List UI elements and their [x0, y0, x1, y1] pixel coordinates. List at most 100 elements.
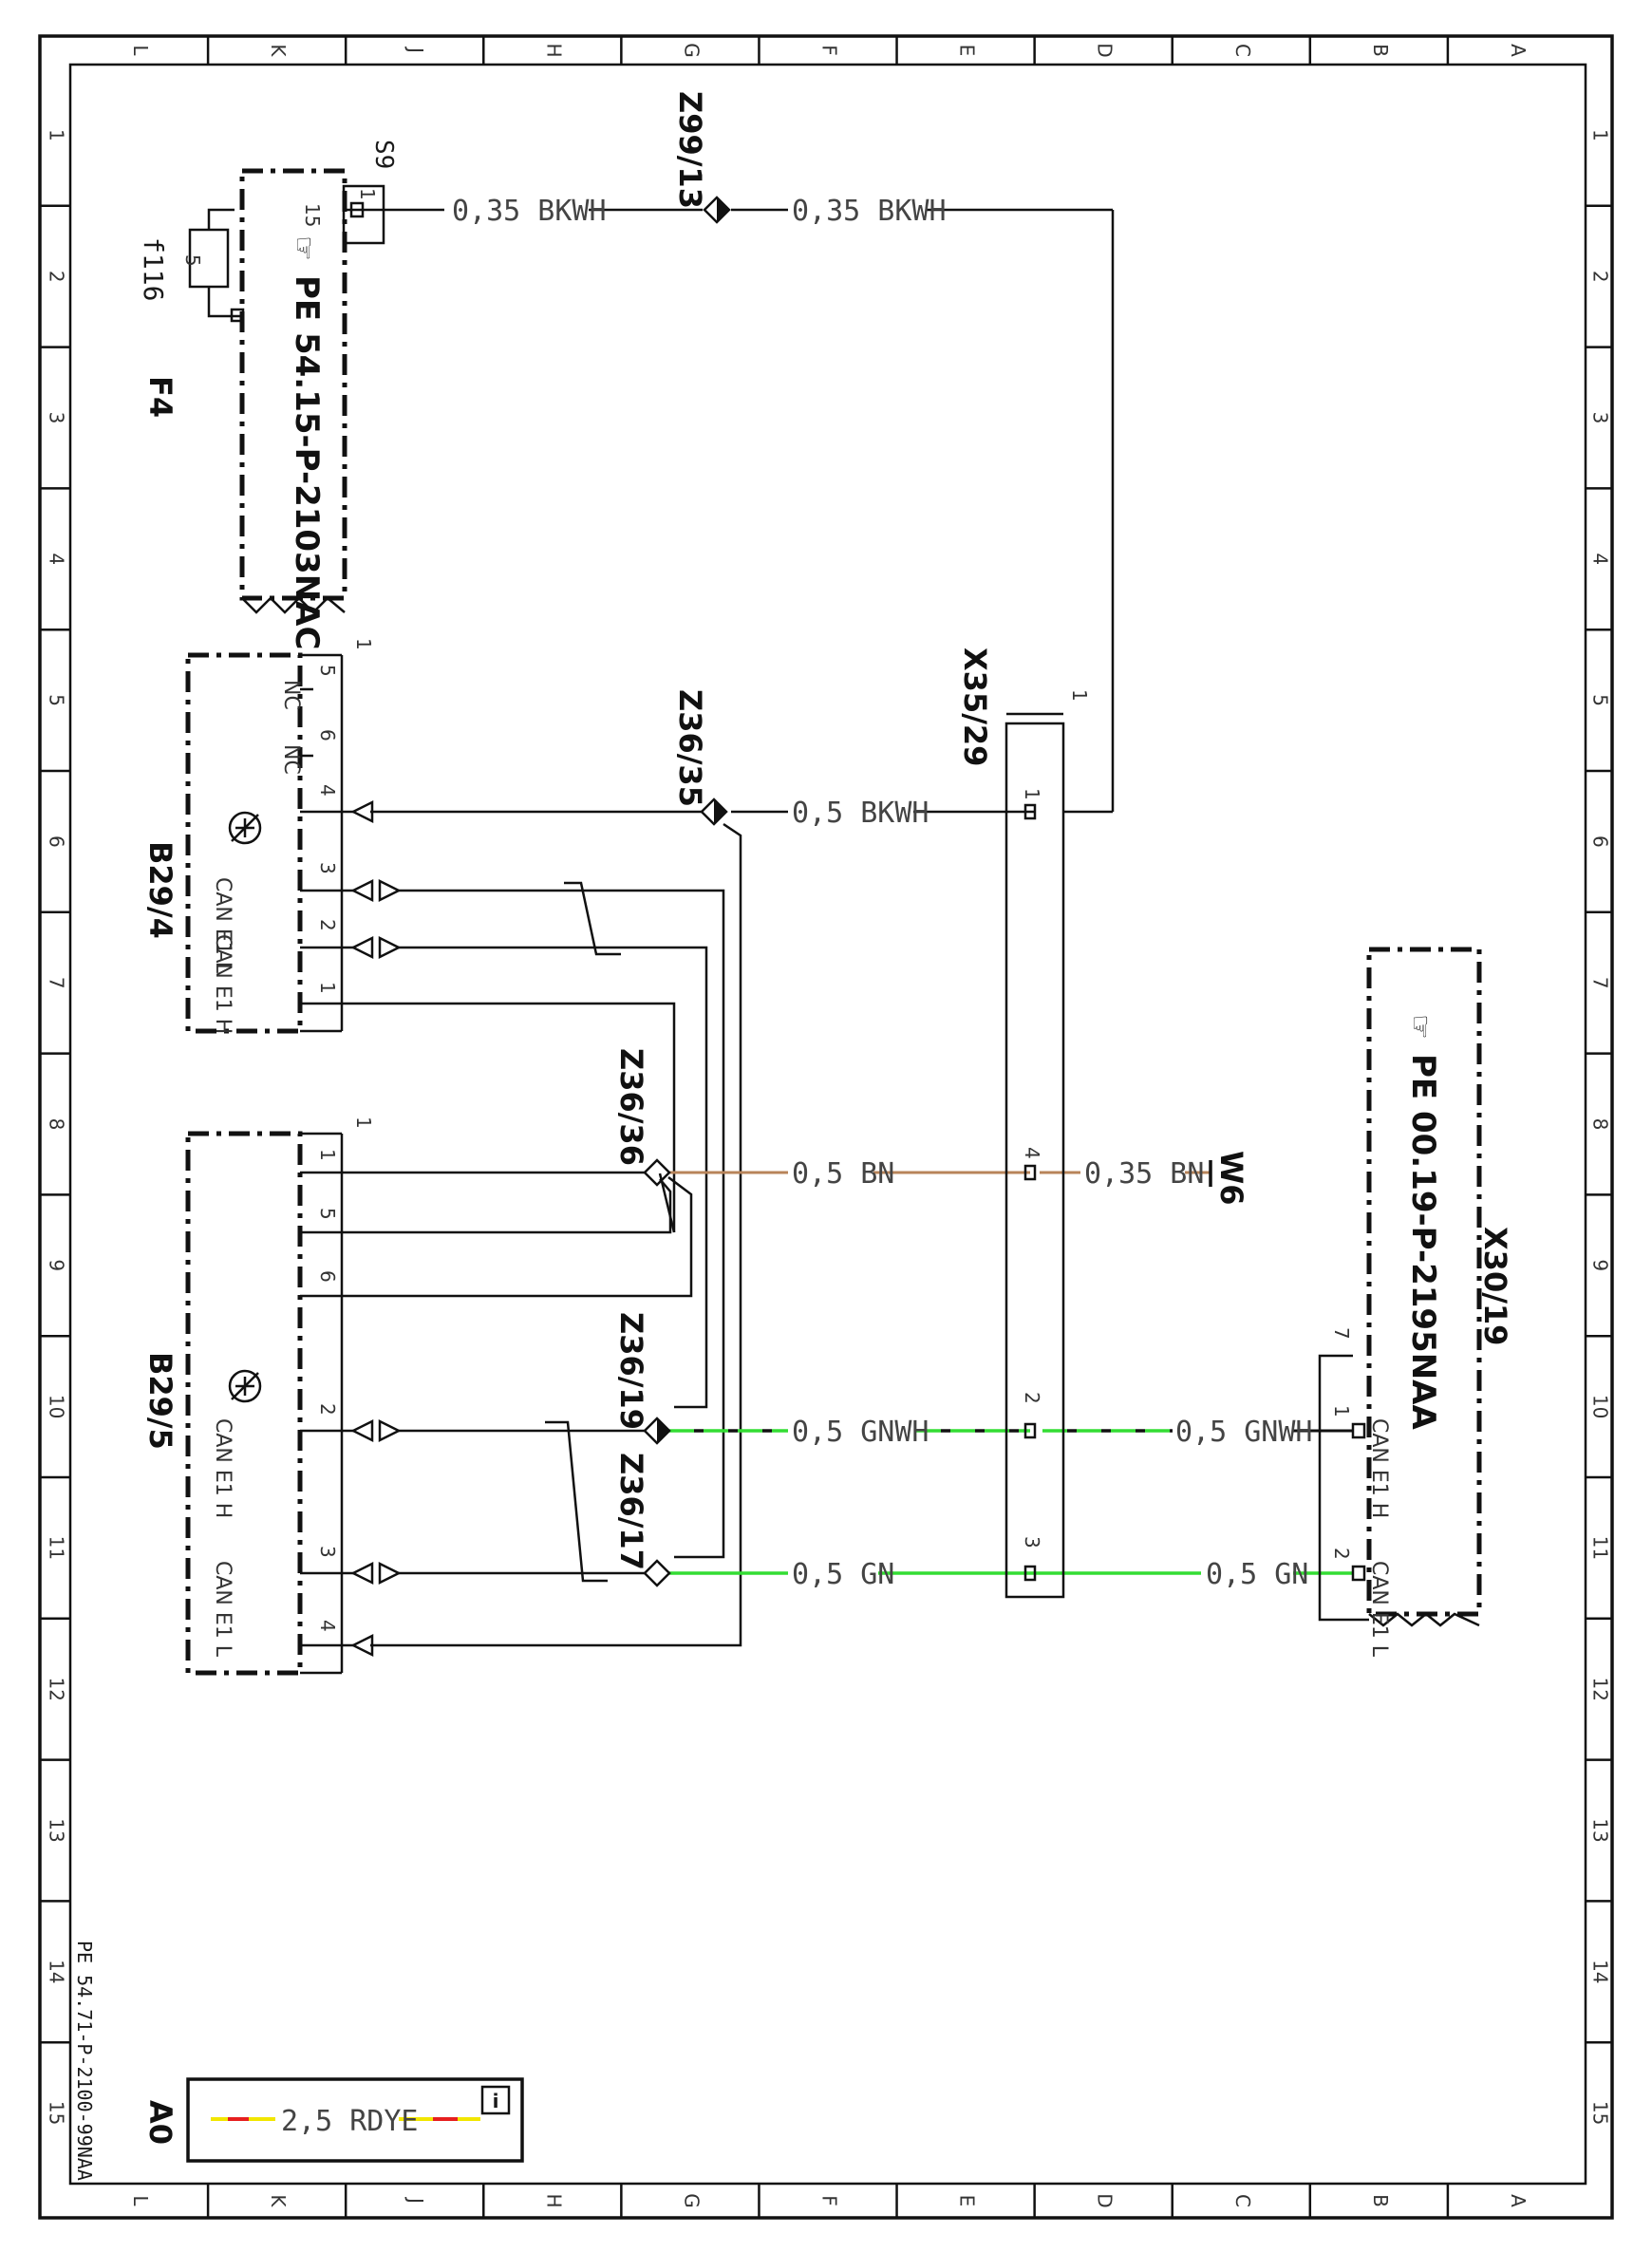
grid-row-label: K: [267, 2194, 290, 2207]
b29-5-pin-4: 4: [316, 1620, 339, 1632]
grid-row-label: E: [956, 2195, 979, 2207]
document-reference: PE 54.71-P-2100-99NAA: [73, 1941, 96, 2181]
grid-row-label: B: [1369, 2194, 1392, 2207]
hand-pointer-icon: ☞: [1403, 1014, 1436, 1040]
component-label-b29-5: B29/5: [142, 1352, 178, 1450]
wires: [313, 208, 1353, 1647]
grid-row-label: L: [129, 2195, 152, 2206]
component-label-x30-19: X30/19: [1477, 1227, 1513, 1345]
legend-box: 2,5 RDYE i: [186, 2077, 524, 2163]
component-label-b29-4: B29/4: [142, 841, 178, 939]
component-b29-5: 1 1 5 6 2 3 4 CAN E1 H CAN E1 L B29/5: [142, 1117, 375, 1676]
grid-col-label: 8: [46, 1118, 68, 1131]
grid-col-label: 6: [1589, 835, 1612, 848]
grid-row-label: D: [1094, 2193, 1117, 2207]
f4-pin-15: 15: [301, 203, 324, 227]
x30-19-can-h: CAN E1 H: [1367, 1418, 1391, 1518]
x35-29-pin-2: 2: [1021, 1392, 1043, 1404]
grid-row-label: F: [818, 2195, 841, 2206]
b29-4-can-l: CAN E1 L: [211, 877, 235, 974]
fuse-f116-symbol: [188, 228, 230, 289]
grid-row-label: F: [818, 45, 841, 56]
b29-4-pin-5: 5: [316, 665, 339, 677]
grid-col-label: 14: [46, 1960, 68, 1983]
wire-labels: 0,35 BKWH 0,35 BKWH 0,5 BKWH 0,5 BN 0,35…: [452, 195, 1313, 1591]
f4-reference[interactable]: PE 54.15-P-2103NAC: [288, 275, 326, 649]
splice-z36-17: [643, 1559, 671, 1587]
x35-29-conn-1: 1: [1068, 689, 1091, 702]
grid-col-label: 2: [46, 271, 68, 283]
splice-label-z36-17: Z36/17: [613, 1453, 649, 1570]
wire-label-w4: 0,5 BN: [792, 1157, 894, 1191]
b29-4-conn-1: 1: [352, 638, 375, 650]
wire-label-w2: 0,35 BKWH: [792, 195, 947, 228]
pin-arrows: [350, 799, 402, 1658]
grid-row-label: J: [404, 2196, 427, 2204]
grid-col-label: 7: [46, 977, 68, 989]
grid-row-label: B: [1369, 44, 1392, 57]
b29-4-nc-1: NC: [279, 680, 303, 710]
wire-label-w8: 0,5 GN: [792, 1558, 894, 1591]
grid-col-label: 2: [1589, 271, 1612, 283]
ground-label-w6: W6: [1213, 1151, 1249, 1206]
component-label-f4: F4: [142, 376, 178, 418]
grid-col-label: 10: [1589, 1395, 1612, 1418]
grid-col-label: 4: [46, 553, 68, 565]
b29-5-conn-1: 1: [352, 1117, 375, 1129]
component-b29-4: 1 5 6 4 3 2 1 NC NC CAN E1 L CAN E1 H B2…: [142, 638, 375, 1034]
fuse-label-f116: f116: [138, 237, 169, 301]
b29-4-nc-2: NC: [279, 744, 303, 775]
grid-col-label: 15: [1589, 2101, 1612, 2125]
grid-col-label: 8: [1589, 1118, 1612, 1131]
b29-5-pin-3: 3: [316, 1546, 339, 1558]
component-x35-29: 1 X35/29 1 4 2 3: [957, 647, 1091, 1599]
x35-29-pin-1: 1: [1021, 788, 1043, 800]
sensor-icon: [228, 1369, 262, 1403]
grid-col-label: 11: [46, 1536, 68, 1560]
drawing-frame: [38, 34, 1614, 2220]
sheet-label: A0: [142, 2100, 178, 2145]
grid-col-label: 13: [46, 1818, 68, 1842]
grid-col-label: 9: [46, 1259, 68, 1271]
grid-col-label: 15: [46, 2101, 68, 2125]
sensor-icon: [228, 811, 262, 845]
splice-label-z99-13: Z99/13: [672, 91, 708, 209]
grid-row-label: G: [680, 43, 703, 58]
grid-col-label: 5: [46, 694, 68, 706]
x30-19-reference[interactable]: PE 00.19-P-2195NAA: [1404, 1054, 1442, 1430]
b29-5-pin-1: 1: [316, 1149, 339, 1161]
grid-row-label: A: [1507, 44, 1530, 57]
x30-19-pin-2: 2: [1330, 1548, 1353, 1560]
b29-5-pin-6: 6: [316, 1270, 339, 1283]
grid-row-label: K: [267, 44, 290, 57]
grid-col-label: 12: [46, 1677, 68, 1700]
b29-5-can-l: CAN E1 L: [211, 1561, 235, 1658]
grid-col-label: 6: [46, 835, 68, 848]
wire-label-w1: 0,35 BKWH: [452, 195, 607, 228]
hand-pointer-icon: ☞: [287, 235, 320, 261]
b29-5-pin-5: 5: [316, 1208, 339, 1220]
b29-4-pin-2: 2: [316, 919, 339, 931]
info-icon[interactable]: i: [480, 2085, 511, 2115]
grid-row-label: H: [542, 43, 565, 57]
grid-col-label: 12: [1589, 1677, 1612, 1700]
grid-col-label: 13: [1589, 1818, 1612, 1842]
grid-col-label: 5: [1589, 694, 1612, 706]
fuse-rating: 5: [181, 254, 204, 267]
grid-col-label: 11: [1589, 1536, 1612, 1560]
ground-w6: W6: [1209, 1151, 1249, 1206]
b29-5-pin-2: 2: [316, 1403, 339, 1416]
wire-label-w7: 0,5 GNWH: [1175, 1416, 1313, 1449]
x30-19-can-l: CAN E1 L: [1367, 1561, 1391, 1658]
wire-label-w9: 0,5 GN: [1206, 1558, 1308, 1591]
wire-label-w3: 0,5 BKWH: [792, 797, 929, 830]
splice-tag-s9: S9: [369, 140, 398, 169]
grid-col-label: 1: [1589, 129, 1612, 141]
splice-z36-36: [643, 1158, 671, 1187]
grid-row-label: A: [1507, 2194, 1530, 2207]
